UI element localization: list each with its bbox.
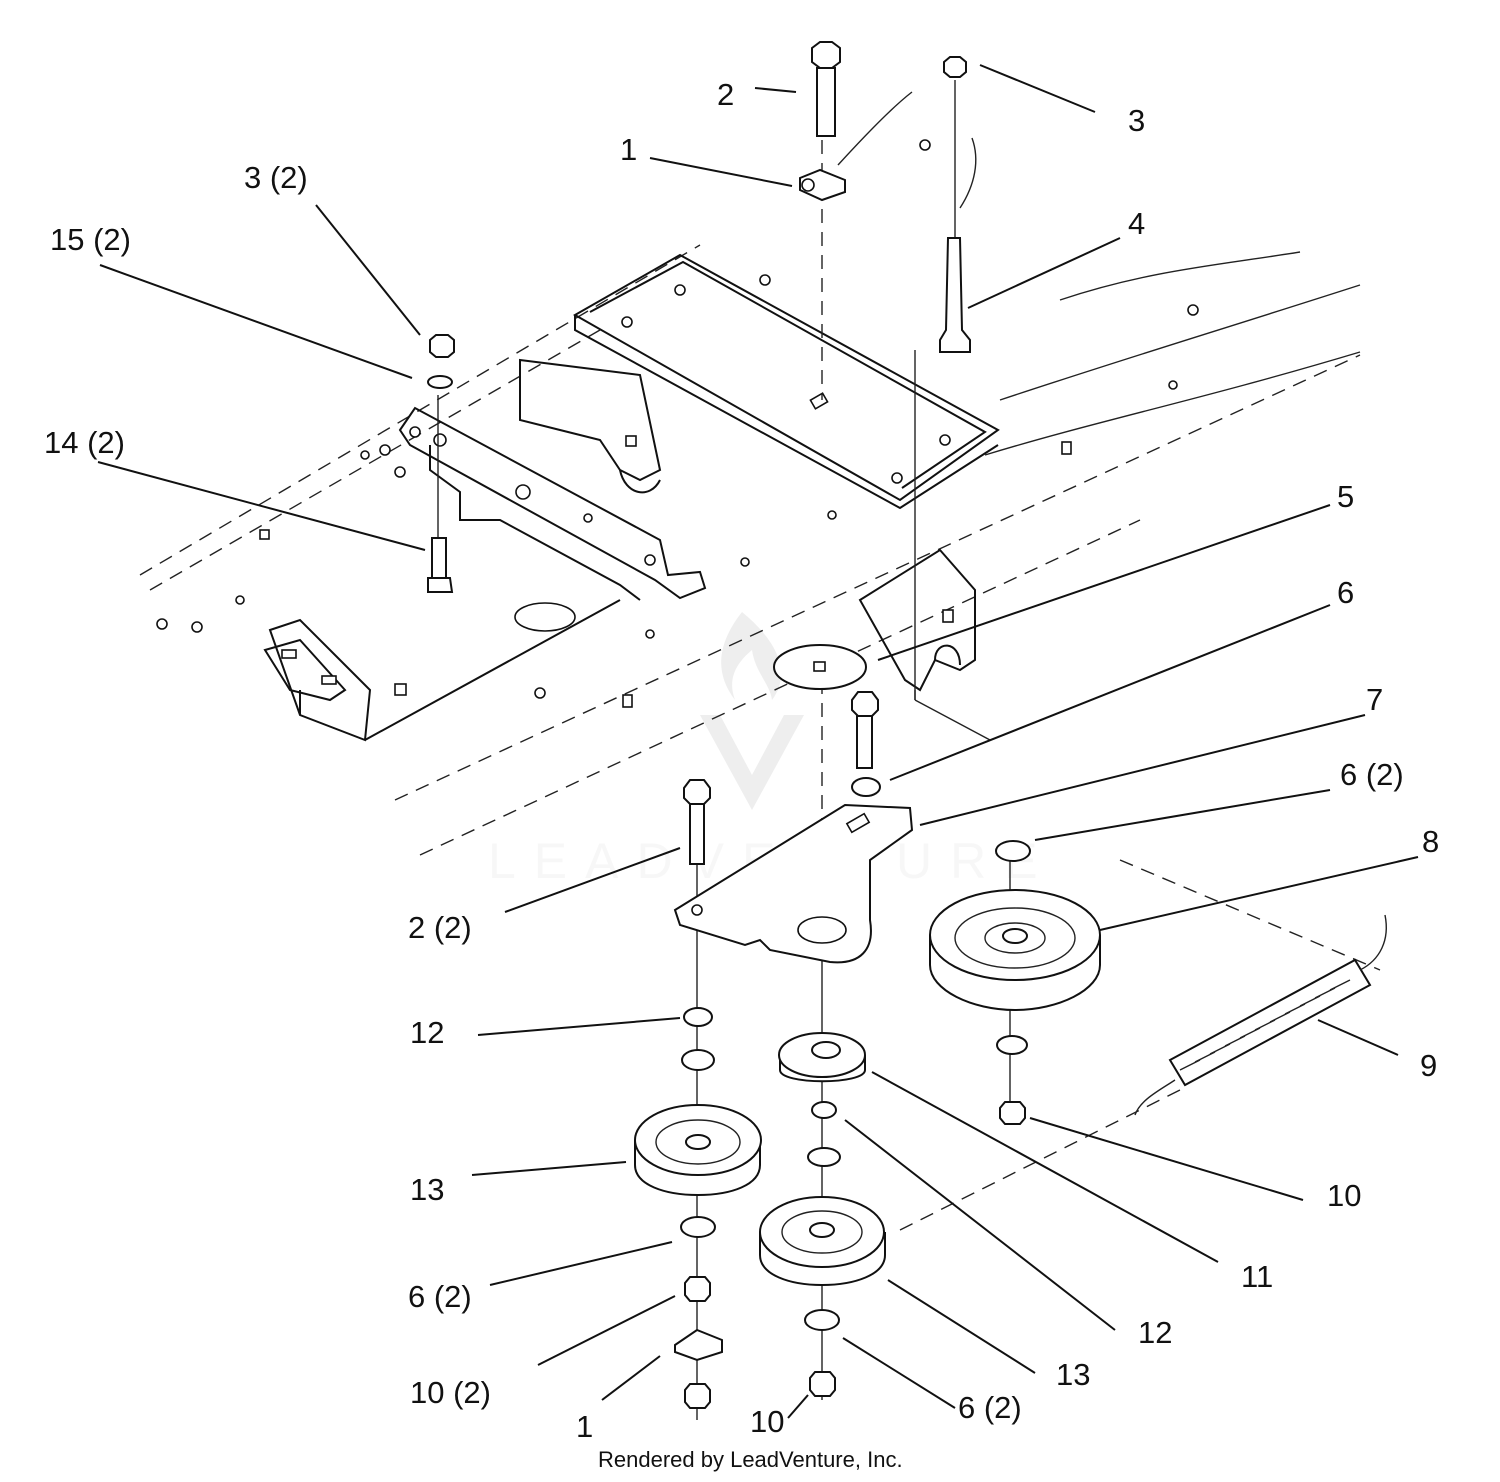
leader-lines — [97, 64, 1419, 1419]
callout-12-left: 12 — [410, 1015, 444, 1050]
callout-6: 6 — [1337, 575, 1354, 610]
callout-13-center: 13 — [1056, 1357, 1090, 1392]
callout-13-left: 13 — [410, 1172, 444, 1207]
nut-left-b — [684, 1383, 711, 1409]
callout-labels: 1 2 3 3 (2) 15 (2) 4 14 (2) 5 6 7 6 (2) … — [44, 77, 1439, 1444]
footer-credit: Rendered by LeadVenture, Inc. — [598, 1447, 903, 1472]
tension-spring — [1134, 914, 1387, 1116]
callout-4: 4 — [1128, 206, 1145, 241]
callout-10-x2: 10 (2) — [410, 1375, 491, 1410]
callout-1: 1 — [620, 132, 637, 167]
washer-8 — [995, 840, 1031, 862]
bolt-idler — [851, 691, 879, 717]
callout-11: 11 — [1241, 1259, 1273, 1294]
callout-6-x2-top: 6 (2) — [1340, 757, 1404, 792]
washer-center-b — [804, 1309, 840, 1331]
idler-arm — [673, 803, 914, 964]
nut-left-a — [684, 1276, 711, 1302]
washer-6 — [851, 777, 881, 797]
clamp-bottom — [674, 1328, 723, 1362]
idler-pulley-13-left — [634, 1104, 762, 1197]
tractor-frame — [139, 91, 1361, 856]
callout-3: 3 — [1128, 103, 1145, 138]
callout-7: 7 — [1366, 682, 1383, 717]
callout-2-x2: 2 (2) — [408, 910, 472, 945]
nut-center — [809, 1371, 836, 1397]
bolt-top — [811, 41, 841, 69]
washer-left — [427, 375, 453, 389]
callout-1-bottom: 1 — [576, 1409, 593, 1444]
idler-pulley-13-center — [759, 1196, 886, 1287]
bushing-left — [683, 1007, 713, 1027]
callout-12-center: 12 — [1138, 1315, 1172, 1350]
callout-5: 5 — [1337, 479, 1354, 514]
callout-6-x2-left: 6 (2) — [408, 1279, 472, 1314]
idler-pulley-8 — [929, 889, 1101, 1012]
clamp-top — [799, 168, 846, 202]
callout-6-x2-bottom: 6 (2) — [958, 1390, 1022, 1425]
shoulder-bolt — [939, 237, 971, 353]
leadventure-watermark: LEADVENTURE — [488, 612, 1038, 889]
hardware-parts — [427, 41, 1387, 1420]
callout-15-x2: 15 (2) — [50, 222, 131, 257]
nut-top — [943, 56, 967, 78]
callout-10-bottom: 10 — [750, 1404, 784, 1439]
washer-left-a — [681, 1049, 715, 1071]
washer-8b — [996, 1035, 1028, 1055]
bolt-left — [431, 537, 447, 579]
callout-2: 2 — [717, 77, 734, 112]
callout-8: 8 — [1422, 824, 1439, 859]
nut-left — [429, 334, 455, 358]
callout-10-right: 10 — [1327, 1178, 1361, 1213]
callout-14-x2: 14 (2) — [44, 425, 125, 460]
washer-left-b — [680, 1216, 716, 1238]
bushing-center — [811, 1101, 837, 1119]
nut-8 — [999, 1101, 1026, 1125]
bolt-arm — [683, 779, 711, 805]
callout-3-x2: 3 (2) — [244, 160, 308, 195]
washer-center-a — [807, 1147, 841, 1167]
callout-9: 9 — [1420, 1048, 1437, 1083]
